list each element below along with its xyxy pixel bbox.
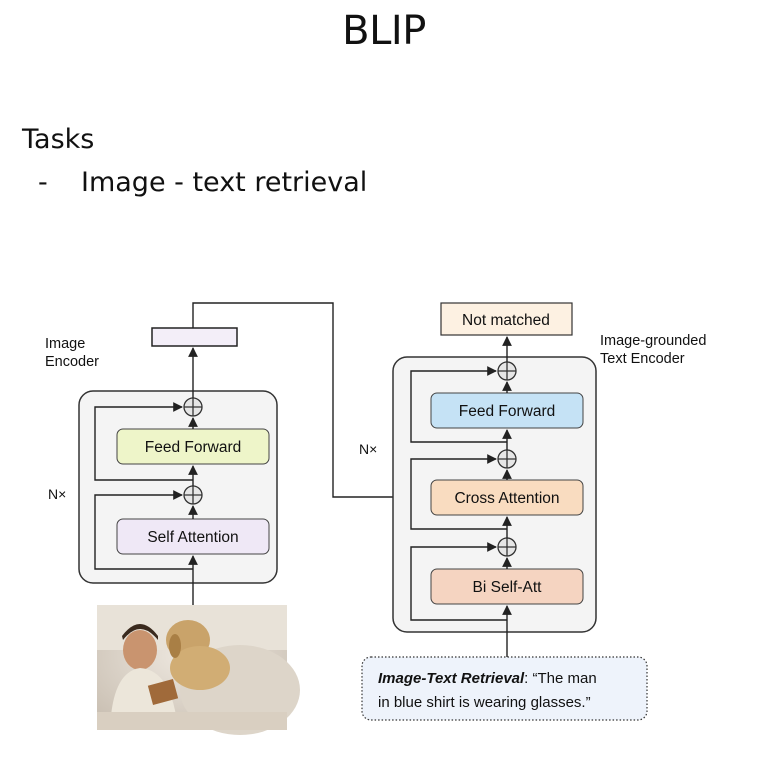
bi-self-att-label: Bi Self-Att [473,579,543,596]
cross-attention-label: Cross Attention [454,490,559,507]
text-encoder-feed-forward-label: Feed Forward [459,403,555,420]
text-encoder-add-node-middle [497,449,517,469]
text-encoder-add-node-top [497,361,517,381]
tasks-heading: Tasks [22,124,95,155]
image-encoder-self-attention-label: Self Attention [147,529,238,546]
input-caption-line2: in blue shirt is wearing glasses.” [378,694,591,711]
image-encoder-repeat-label: N× [48,486,66,502]
image-encoder-output-token [151,327,238,347]
not-matched-output-label: Not matched [462,312,550,329]
image-encoder-feed-forward-label: Feed Forward [145,439,241,456]
image-encoder-add-node-bottom [183,485,203,505]
image-encoder-connectors [94,347,198,605]
input-caption-line1: Image-Text Retrieval: “The man [378,670,597,687]
image-to-cross-attention-connector [192,302,430,502]
text-encoder-repeat-label: N× [359,441,377,457]
image-encoder-add-node-top [183,397,203,417]
input-caption-box [361,656,648,721]
page-title: BLIP [342,8,426,54]
input-caption-task-name: Image-Text Retrieval [378,670,525,687]
task-item: - Image - text retrieval [38,167,367,198]
input-caption-text-start: : “The man [524,670,597,687]
text-encoder-connectors [410,336,512,657]
text-encoder-add-node-bottom [497,537,517,557]
photo-man-with-dog [97,605,300,735]
text-encoder-label-line1: Image-grounded [600,333,706,349]
task-item-text: Image - text retrieval [81,167,368,198]
image-encoder-label-line2: Encoder [45,354,99,370]
not-matched-output-box [440,302,573,336]
image-encoder-label-line1: Image [45,336,85,352]
task-bullet: - [38,167,48,198]
text-encoder-label-line2: Text Encoder [600,351,685,367]
